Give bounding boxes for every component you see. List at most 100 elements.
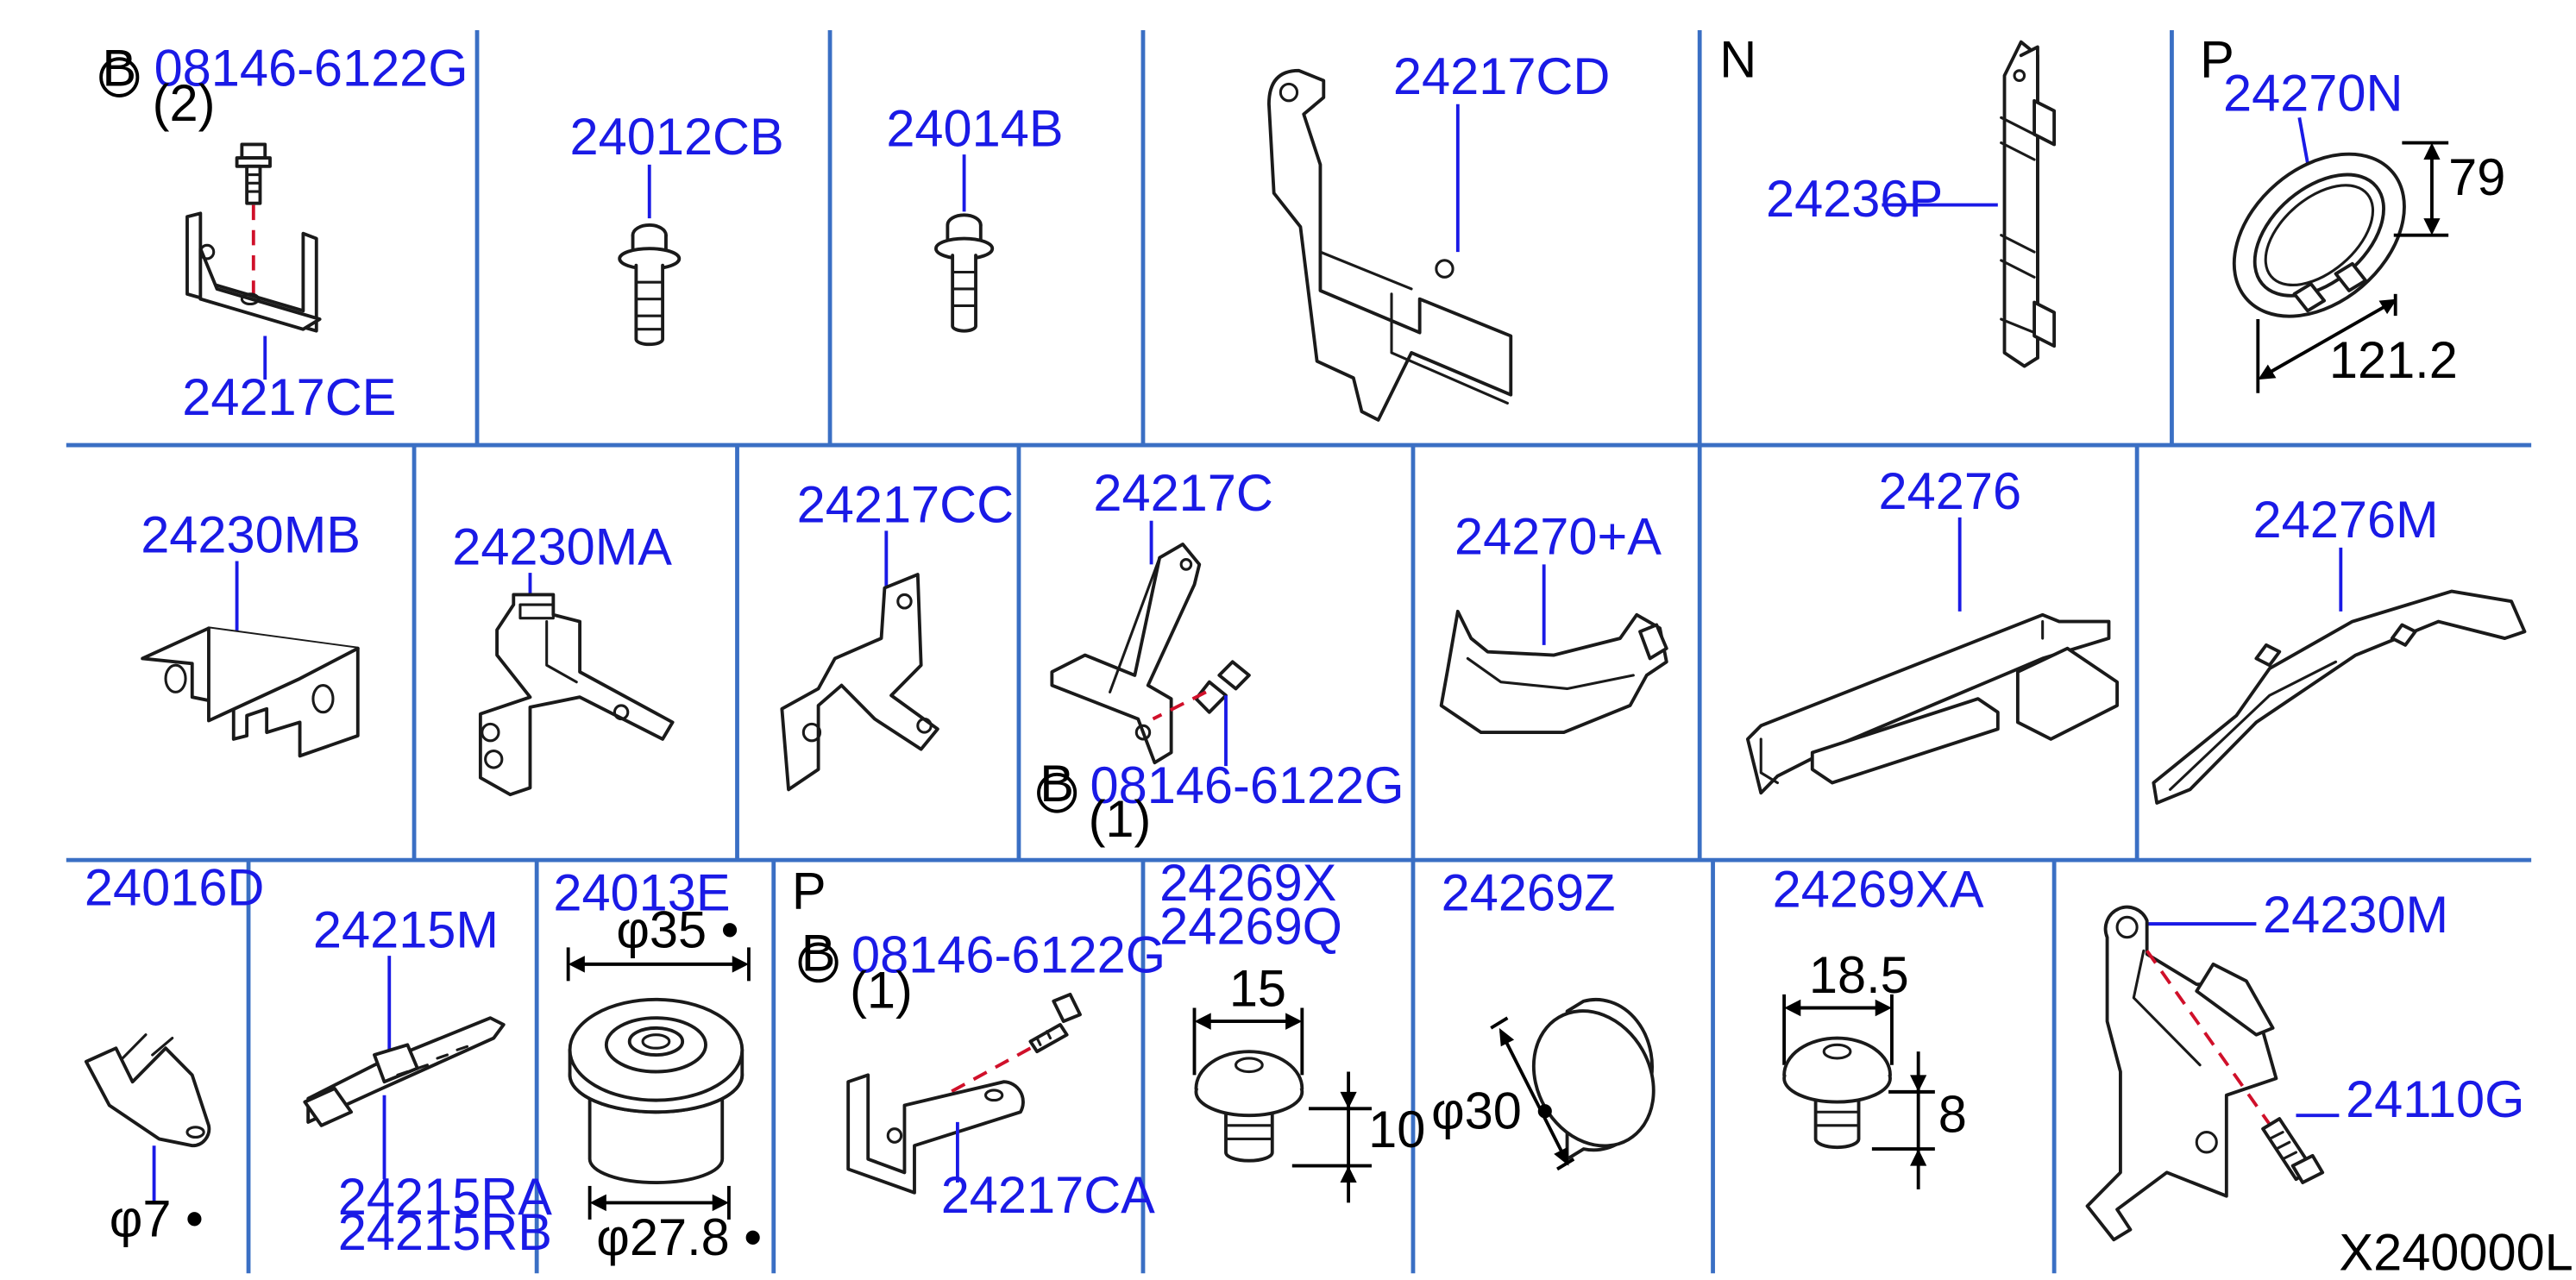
section-mark-P: P: [2200, 30, 2234, 88]
part-number-24269Q[interactable]: 24269Q: [1159, 897, 1342, 955]
dimension-79: [2393, 141, 2449, 237]
bolt-symbol-circle: [798, 942, 839, 983]
part-number-24217CD[interactable]: 24217CD: [1393, 47, 1610, 105]
grommet-24013E-icon: [568, 997, 745, 1184]
cell-24217CD: 24217CD: [1266, 47, 1610, 422]
cell-24217CE: B 08146-6122G (2) 24217CE: [99, 39, 468, 426]
part-number-24230M[interactable]: 24230M: [2263, 885, 2448, 943]
bracket-24230M-icon: [2085, 905, 2278, 1242]
dimension-79-label: 79: [2448, 148, 2505, 206]
bolt-symbol-circle: [99, 57, 140, 97]
part-number-24276[interactable]: 24276: [1879, 462, 2022, 520]
dimension-18-5: [1782, 994, 1894, 1065]
dimension-121-2: [2256, 293, 2397, 393]
cell-24230MA: 24230MA: [452, 518, 675, 797]
dimension-15-label: 15: [1229, 959, 1286, 1017]
part-number-24013E[interactable]: 24013E: [553, 863, 730, 921]
cell-24217CC: 24217CC: [780, 475, 1014, 792]
cell-24016D: 24016D φ7 •: [85, 858, 264, 1247]
part-number-08146-6122G[interactable]: 08146-6122G: [851, 925, 1165, 983]
clip-24236P-icon: [2000, 40, 2057, 368]
clamp-24016D-icon: [84, 1033, 211, 1148]
grid-lines: [66, 30, 2532, 1274]
plug-24269XA-icon: [1782, 1036, 1892, 1150]
part-number-24230MA[interactable]: 24230MA: [452, 518, 672, 575]
cell-24270A: 24270+A: [1439, 507, 1668, 735]
cable-tie-24215M-icon: [303, 1016, 506, 1127]
bolt-symbol-circle: [1037, 772, 1078, 813]
part-number-24215RB[interactable]: 24215RB: [338, 1203, 552, 1261]
dimension-phi35-label: φ35 •: [616, 900, 738, 958]
cell-24230M: 24230M 24110G: [2085, 885, 2524, 1242]
cell-24215M: 24215M 24215RA 24215RB: [303, 900, 552, 1261]
dimension-8-label: 8: [1938, 1085, 1967, 1143]
part-number-24215M[interactable]: 24215M: [313, 900, 499, 958]
bolt-symbol: B: [1040, 755, 1074, 813]
part-number-24110G[interactable]: 24110G: [2346, 1070, 2524, 1128]
cell-24236P: N 24236P: [1719, 30, 2057, 368]
diagram-code: X240000L: [2339, 1223, 2573, 1280]
section-mark-N: N: [1719, 30, 1756, 88]
part-number-24270+A[interactable]: 24270+A: [1454, 507, 1662, 565]
dimension-phi30: [1490, 1016, 1575, 1171]
part-number-24269X[interactable]: 24269X: [1159, 853, 1336, 911]
dimension-10-label: 10: [1368, 1101, 1425, 1158]
part-number-24217CA[interactable]: 24217CA: [941, 1166, 1155, 1224]
dimension-10: [1291, 1071, 1372, 1203]
part-number-24016D[interactable]: 24016D: [85, 858, 264, 916]
part-number-24014B[interactable]: 24014B: [886, 99, 1063, 157]
cell-24012CB: 24012CB: [570, 108, 784, 347]
cell-24014B: 24014B: [886, 99, 1064, 333]
part-number-24215RA[interactable]: 24215RA: [338, 1168, 552, 1226]
quantity-label: (1): [850, 961, 913, 1019]
cell-24276M: 24276M: [2152, 491, 2527, 805]
part-number-24230MB[interactable]: 24230MB: [141, 505, 361, 563]
part-number-24236P[interactable]: 24236P: [1766, 170, 1943, 228]
cell-24230MB: 24230MB: [141, 505, 361, 758]
dimension-phi27-8-label: φ27.8 •: [596, 1208, 762, 1265]
bracket-24217CD-icon: [1266, 68, 1513, 422]
bracket-24217CA-icon: [846, 1073, 1025, 1195]
dimension-15: [1192, 1007, 1304, 1076]
bracket-24230MA-icon: [478, 593, 675, 797]
cell-24217C: 24217C B 08146-6122G (1): [1037, 464, 1404, 848]
dimension-phi35: [566, 947, 751, 982]
bracket-24276M-icon: [2152, 589, 2527, 805]
part-number-24269XA[interactable]: 24269XA: [1773, 860, 1984, 918]
dimension-phi27-8: [587, 1185, 731, 1220]
bolt-icon: [235, 142, 272, 205]
cell-24013E: 24013E φ35 • φ27.8 •: [553, 863, 762, 1266]
part-number-24276M[interactable]: 24276M: [2253, 491, 2439, 549]
bolt-24012CB-icon: [618, 223, 682, 347]
cap-24269Z-icon: [1531, 997, 1656, 1161]
cell-24276: 24276: [1745, 462, 2120, 795]
bracket-24276-icon: [1745, 612, 2120, 795]
plug-24269X-icon: [1194, 1050, 1304, 1163]
part-number-24012CB[interactable]: 24012CB: [570, 108, 784, 166]
cell-24269X: 24269X 24269Q 15 10: [1159, 853, 1425, 1203]
bracket-24217C-icon: [1050, 543, 1202, 765]
bolt-symbol: B: [102, 39, 136, 97]
section-mark-P: P: [792, 862, 826, 919]
bolt-icon: [1028, 992, 1082, 1054]
clip-24270A-icon: [1439, 609, 1668, 735]
part-number-24217CC[interactable]: 24217CC: [797, 475, 1014, 533]
part-number-24269Z[interactable]: 24269Z: [1442, 863, 1616, 921]
part-number-08146-6122G[interactable]: 08146-6122G: [154, 39, 468, 97]
part-number-08146-6122G[interactable]: 08146-6122G: [1090, 756, 1404, 814]
bracket-24217CE-icon: [185, 211, 322, 333]
part-number-24217CE[interactable]: 24217CE: [182, 368, 396, 426]
dimension-18-5-label: 18.5: [1809, 946, 1909, 1004]
cell-24269Z: 24269Z φ30 •: [1431, 863, 1656, 1171]
bolt-24014B-icon: [934, 213, 995, 333]
dimension-8: [1871, 1051, 1935, 1189]
part-number-24217C[interactable]: 24217C: [1093, 464, 1272, 522]
bracket-24230MB-icon: [141, 626, 360, 758]
part-number-24270N[interactable]: 24270N: [2223, 64, 2403, 122]
quantity-label: (1): [1089, 789, 1152, 847]
bolt-icon: [1194, 660, 1251, 714]
bracket-24217CC-icon: [780, 573, 939, 792]
quantity-label: (2): [153, 74, 216, 132]
dimension-phi30-label: φ30 •: [1431, 1082, 1554, 1139]
